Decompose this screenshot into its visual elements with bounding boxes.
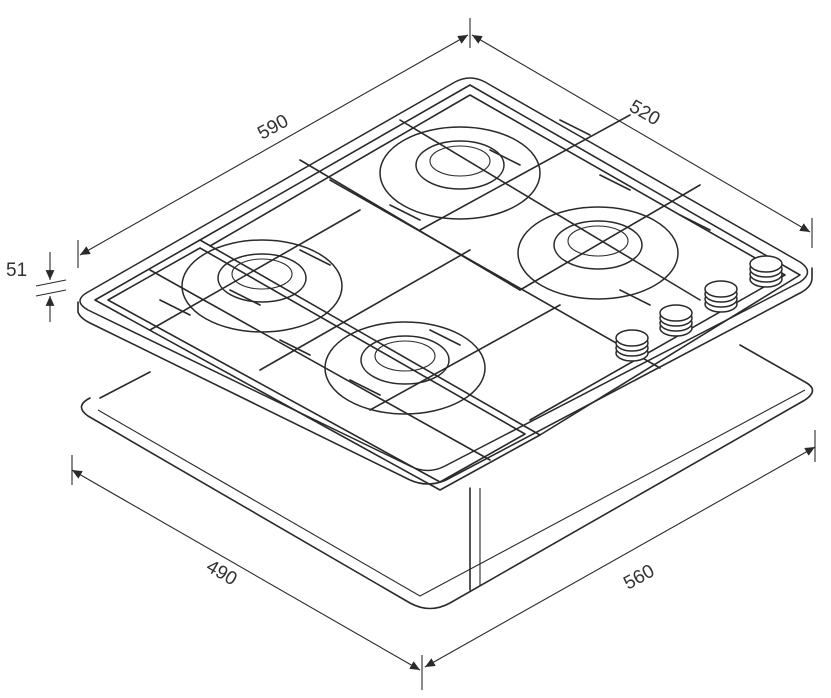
burner: [181, 239, 343, 333]
dimension-width: 590: [77, 18, 471, 268]
knob: [749, 255, 783, 288]
dimension-cutout-depth: 490: [71, 455, 423, 690]
width-label: 590: [254, 111, 292, 145]
knob: [659, 304, 693, 337]
control-knobs: [615, 255, 783, 362]
height-label: 51: [6, 260, 27, 281]
knob: [704, 280, 738, 313]
depth-label: 520: [626, 96, 664, 130]
burner: [379, 126, 541, 220]
dimension-height: 51: [6, 252, 67, 322]
cutout-width-label: 560: [620, 561, 658, 595]
cutout-depth-label: 490: [203, 556, 241, 590]
knob: [615, 329, 649, 362]
burner: [324, 321, 486, 415]
burner: [517, 206, 679, 300]
